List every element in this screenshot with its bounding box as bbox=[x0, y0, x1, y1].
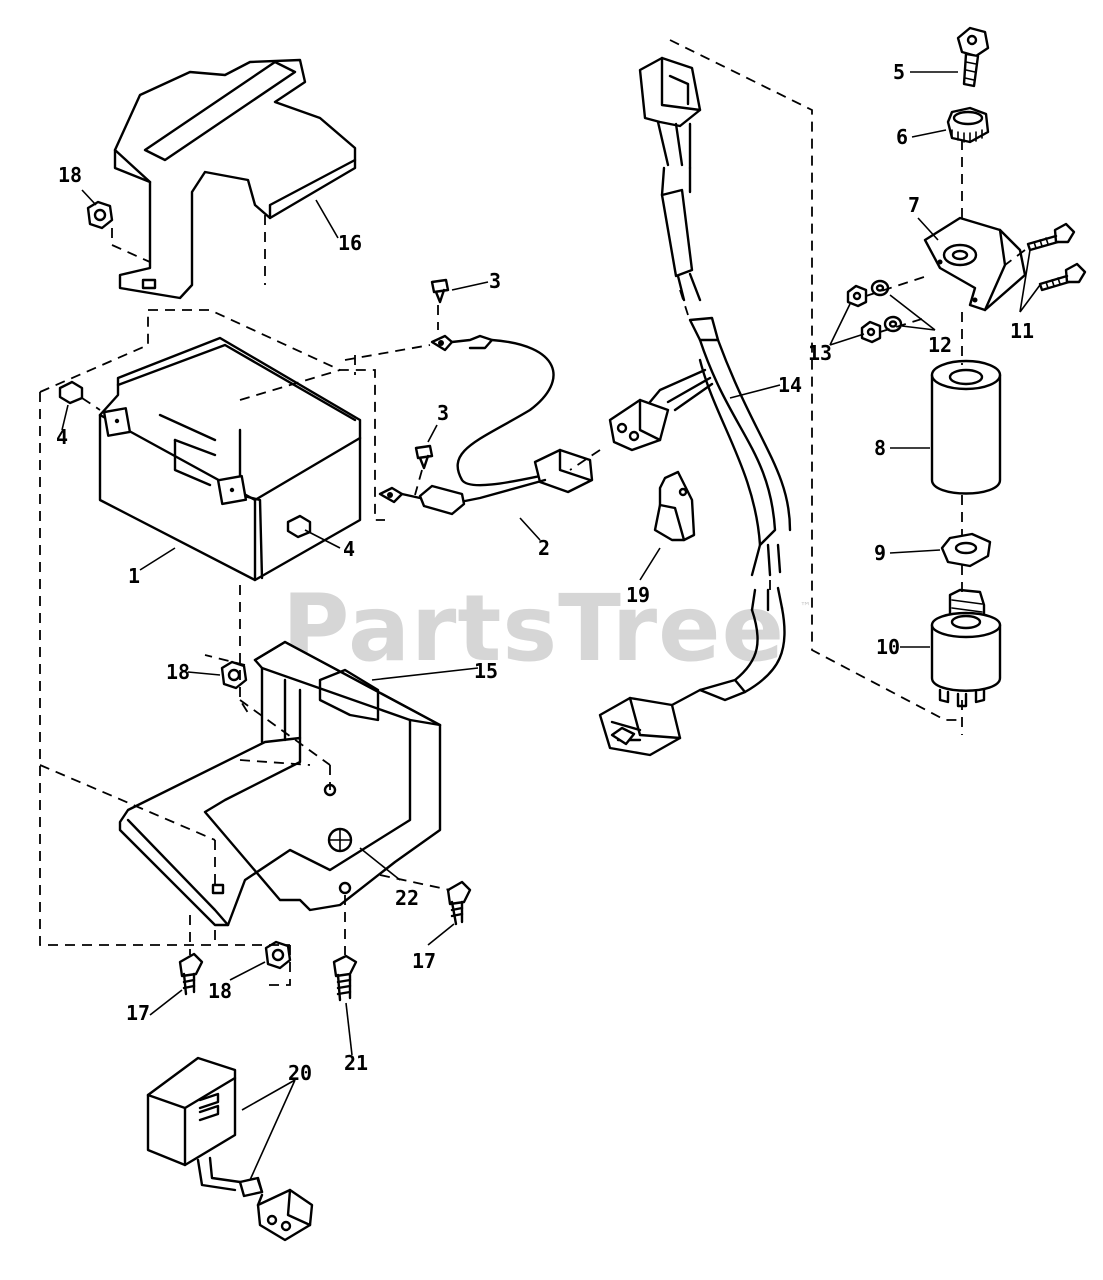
part-18-nut-top bbox=[86, 200, 114, 230]
callout-12: 12 bbox=[928, 333, 952, 357]
callout-labels: 1 2 3 3 4 4 5 6 7 8 9 10 11 12 13 14 15 … bbox=[56, 60, 1034, 1085]
callout-1: 1 bbox=[128, 564, 140, 588]
part-20-battery-charger bbox=[146, 1056, 314, 1242]
callout-2: 2 bbox=[538, 536, 550, 560]
callout-3-lower: 3 bbox=[437, 401, 449, 425]
part-17-screw-right bbox=[446, 880, 472, 926]
part-10-ignition-switch bbox=[930, 588, 1002, 708]
part-3-screw-lower bbox=[414, 444, 434, 470]
callout-3-upper: 3 bbox=[489, 269, 501, 293]
part-5-key bbox=[956, 26, 990, 88]
assembly-dashed-lines bbox=[39, 39, 1026, 986]
callout-17-right: 17 bbox=[412, 949, 436, 973]
part-18-nut-bottom bbox=[264, 940, 292, 970]
part-13-nuts bbox=[846, 284, 882, 344]
watermark-text: PartsTree bbox=[282, 575, 785, 682]
callout-8: 8 bbox=[874, 436, 886, 460]
callout-14: 14 bbox=[778, 373, 802, 397]
part-16-hold-down-bracket bbox=[113, 58, 357, 300]
part-14-wiring-harness bbox=[598, 56, 792, 757]
part-3-screw-upper bbox=[430, 278, 450, 304]
callout-10: 10 bbox=[876, 635, 900, 659]
callout-6: 6 bbox=[896, 125, 908, 149]
callout-19: 19 bbox=[626, 583, 650, 607]
callout-22: 22 bbox=[395, 886, 419, 910]
callout-18-bottom: 18 bbox=[208, 979, 232, 1003]
callout-5: 5 bbox=[893, 60, 905, 84]
part-18-nut-middle bbox=[220, 660, 248, 690]
part-19-harness-clip bbox=[653, 470, 696, 542]
part-15-battery-tray bbox=[118, 640, 442, 927]
callout-13: 13 bbox=[808, 341, 832, 365]
callout-7: 7 bbox=[908, 193, 920, 217]
watermark-trademark: ™ bbox=[800, 600, 811, 613]
part-9-hex-nut bbox=[940, 532, 992, 568]
part-1-battery bbox=[98, 336, 362, 582]
part-8-boot bbox=[930, 359, 1002, 495]
part-21-bolt bbox=[332, 954, 358, 1002]
part-2-battery-cable bbox=[378, 334, 594, 516]
callout-17-left: 17 bbox=[126, 1001, 150, 1025]
part-4-clip-upper bbox=[58, 380, 84, 405]
callout-11: 11 bbox=[1010, 319, 1034, 343]
part-7-switch-bracket bbox=[923, 216, 1027, 312]
part-6-nut bbox=[946, 106, 990, 144]
part-22-washer bbox=[327, 827, 353, 853]
callout-18-top: 18 bbox=[58, 163, 82, 187]
callout-4-upper: 4 bbox=[56, 425, 68, 449]
callout-18-middle: 18 bbox=[166, 660, 190, 684]
part-4-clip-lower bbox=[286, 514, 312, 539]
part-11-screws bbox=[1026, 222, 1087, 292]
part-17-screw-left bbox=[178, 952, 204, 996]
callout-9: 9 bbox=[874, 541, 886, 565]
callout-15: 15 bbox=[474, 659, 498, 683]
callout-4-lower: 4 bbox=[343, 537, 355, 561]
callout-leaders bbox=[61, 71, 1041, 1181]
callout-21: 21 bbox=[344, 1051, 368, 1075]
callout-20: 20 bbox=[288, 1061, 312, 1085]
callout-16: 16 bbox=[338, 231, 362, 255]
